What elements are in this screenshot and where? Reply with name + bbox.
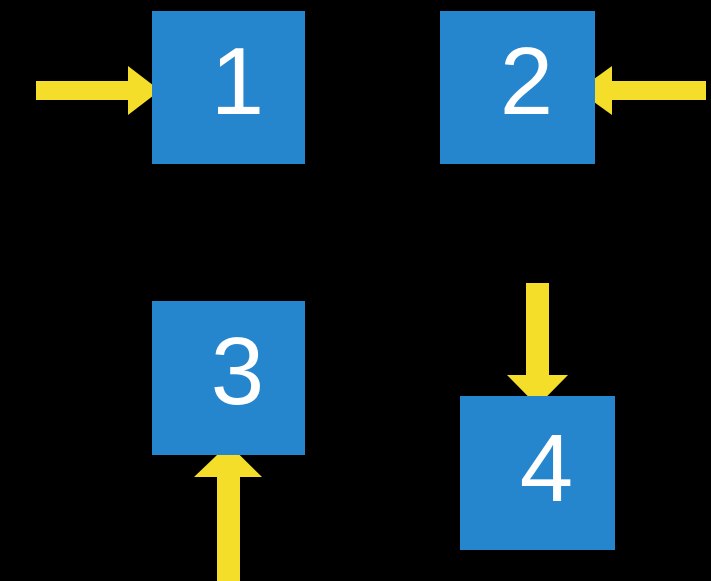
node-box-2[interactable]: 2	[440, 11, 595, 164]
arrow-into-box-1-icon	[36, 66, 160, 115]
node-box-3-label: 3	[210, 318, 265, 425]
arrow-into-box-4-icon	[507, 283, 568, 406]
node-box-1-label: 1	[210, 27, 265, 135]
node-box-4[interactable]: 4	[460, 396, 615, 550]
node-box-3[interactable]: 3	[152, 301, 305, 455]
node-box-4-label: 4	[519, 415, 574, 522]
node-box-2-label: 2	[499, 27, 554, 135]
arrow-into-box-2-icon	[578, 66, 706, 115]
arrow-into-box-3-icon	[194, 444, 262, 581]
node-box-1[interactable]: 1	[152, 11, 305, 164]
